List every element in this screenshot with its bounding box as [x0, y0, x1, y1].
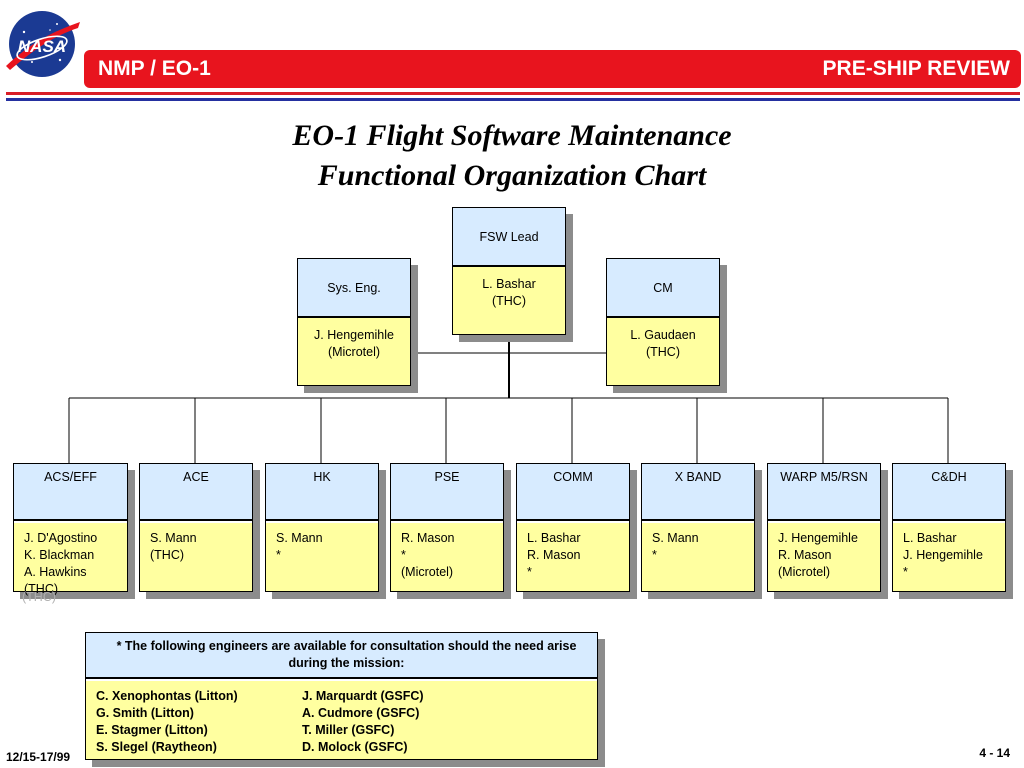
cm-org: (THC)	[645, 345, 680, 359]
subsystem-people: R. Mason * (Microtel)	[391, 523, 503, 591]
subsystem-people: L. Bashar J. Hengemihle *	[893, 523, 1005, 591]
person-name: S. Mann	[150, 531, 197, 545]
fsw-lead-box: FSW Lead L. Bashar (THC)	[452, 207, 566, 335]
subsystem-box-pse: PSE R. Mason * (Microtel)	[390, 463, 504, 592]
person-name: L. Bashar	[903, 531, 957, 545]
review-title: PRE-SHIP REVIEW	[822, 57, 1010, 80]
subsystem-role: C&DH	[893, 464, 1005, 521]
person-name: L. Bashar	[527, 531, 581, 545]
consultant-name: A. Cudmore (GSFC)	[302, 706, 420, 720]
person-org: (THC)	[24, 582, 59, 596]
subsystem-people: S. Mann *	[266, 523, 378, 591]
consultant-column-1: C. Xenophontas (Litton) G. Smith (Litton…	[96, 688, 238, 756]
subsystem-box-x-band: X BAND S. Mann *	[641, 463, 755, 592]
person-name: S. Mann	[652, 531, 699, 545]
consultation-note-box: * The following engineers are available …	[85, 632, 598, 760]
subsystem-people: J. Hengemihle R. Mason (Microtel)	[768, 523, 880, 591]
header-rule-red	[6, 92, 1020, 95]
fsw-lead-people: L. Bashar (THC)	[453, 267, 565, 334]
person-name: R. Mason	[401, 531, 455, 545]
subsystem-box-warp: WARP M5/RSN J. Hengemihle R. Mason (Micr…	[767, 463, 881, 592]
person-name: R. Mason	[778, 548, 832, 562]
chart-title-line1: EO-1 Flight Software Maintenance	[292, 119, 732, 152]
header-rule-blue	[6, 98, 1020, 101]
cm-role: CM	[607, 259, 719, 318]
person-name: J. D'Agostino	[24, 531, 98, 545]
sys-eng-box: Sys. Eng. J. Hengemihle (Microtel)	[297, 258, 411, 386]
subsystem-role: COMM	[517, 464, 629, 521]
person-name: K. Blackman	[24, 548, 95, 562]
subsystem-box-acs-eff: ACS/EFF J. D'Agostino K. Blackman A. Haw…	[13, 463, 128, 596]
person-name: R. Mason	[527, 548, 581, 562]
header-banner	[84, 50, 1021, 88]
fsw-lead-org: (THC)	[491, 294, 526, 308]
subsystem-box-ace: ACE S. Mann (THC)	[139, 463, 253, 592]
consultation-list: C. Xenophontas (Litton) G. Smith (Litton…	[86, 681, 597, 759]
person-note: *	[401, 548, 406, 562]
person-note: *	[276, 548, 281, 562]
subsystem-people: J. D'Agostino K. Blackman A. Hawkins (TH…	[14, 523, 127, 596]
person-org: (Microtel)	[401, 565, 454, 579]
consultant-name: G. Smith (Litton)	[96, 706, 194, 720]
consultant-column-2: J. Marquardt (GSFC) A. Cudmore (GSFC) T.…	[302, 688, 424, 756]
cm-people: L. Gaudaen (THC)	[607, 318, 719, 385]
consultant-name: T. Miller (GSFC)	[302, 723, 395, 737]
person-org: (THC)	[150, 548, 185, 562]
subsystem-role: ACS/EFF	[14, 464, 127, 521]
sys-eng-people: J. Hengemihle (Microtel)	[298, 318, 410, 385]
sys-eng-org: (Microtel)	[327, 345, 381, 359]
subsystem-people: L. Bashar R. Mason *	[517, 523, 629, 591]
project-title: NMP / EO-1	[98, 57, 211, 80]
person-name: S. Mann	[276, 531, 323, 545]
consultant-name: C. Xenophontas (Litton)	[96, 689, 238, 703]
person-note: *	[903, 565, 908, 579]
subsystem-box-hk: HK S. Mann *	[265, 463, 379, 592]
person-note: *	[652, 548, 657, 562]
nasa-logo: NASA	[6, 11, 80, 77]
chart-title-line2: Functional Organization Chart	[317, 159, 707, 192]
subsystem-people: S. Mann *	[642, 523, 754, 591]
person-note: *	[527, 565, 532, 579]
nasa-logo-text: NASA	[18, 37, 66, 56]
sys-eng-role: Sys. Eng.	[298, 259, 410, 318]
person-org: (Microtel)	[778, 565, 831, 579]
consultant-name: S. Slegel (Raytheon)	[96, 740, 217, 754]
chart-title: EO-1 Flight Software Maintenance Functio…	[0, 116, 1024, 196]
page-number: 4 - 14	[979, 746, 1010, 760]
consultant-name: E. Stagmer (Litton)	[96, 723, 208, 737]
subsystem-role: PSE	[391, 464, 503, 521]
person-name: J. Hengemihle	[903, 548, 983, 562]
consultation-note-text: * The following engineers are available …	[86, 633, 597, 679]
consultant-name: D. Molock (GSFC)	[302, 740, 408, 754]
subsystem-role: WARP M5/RSN	[768, 464, 880, 521]
fsw-lead-name: L. Bashar	[482, 277, 536, 291]
footer-date: 12/15-17/99	[6, 750, 71, 764]
subsystem-role: ACE	[140, 464, 252, 521]
cm-box: CM L. Gaudaen (THC)	[606, 258, 720, 386]
cm-name: L. Gaudaen	[630, 328, 696, 342]
subsystem-box-comm: COMM L. Bashar R. Mason *	[516, 463, 630, 592]
fsw-lead-role: FSW Lead	[453, 208, 565, 267]
consultant-name: J. Marquardt (GSFC)	[302, 689, 424, 703]
person-name: J. Hengemihle	[778, 531, 858, 545]
subsystem-role: HK	[266, 464, 378, 521]
subsystem-box-cdh: C&DH L. Bashar J. Hengemihle *	[892, 463, 1006, 592]
ghost-text: (THC)	[22, 590, 57, 604]
sys-eng-name: J. Hengemihle	[314, 328, 394, 342]
subsystem-people: S. Mann (THC)	[140, 523, 252, 591]
subsystem-role: X BAND	[642, 464, 754, 521]
person-name: A. Hawkins	[24, 565, 87, 579]
